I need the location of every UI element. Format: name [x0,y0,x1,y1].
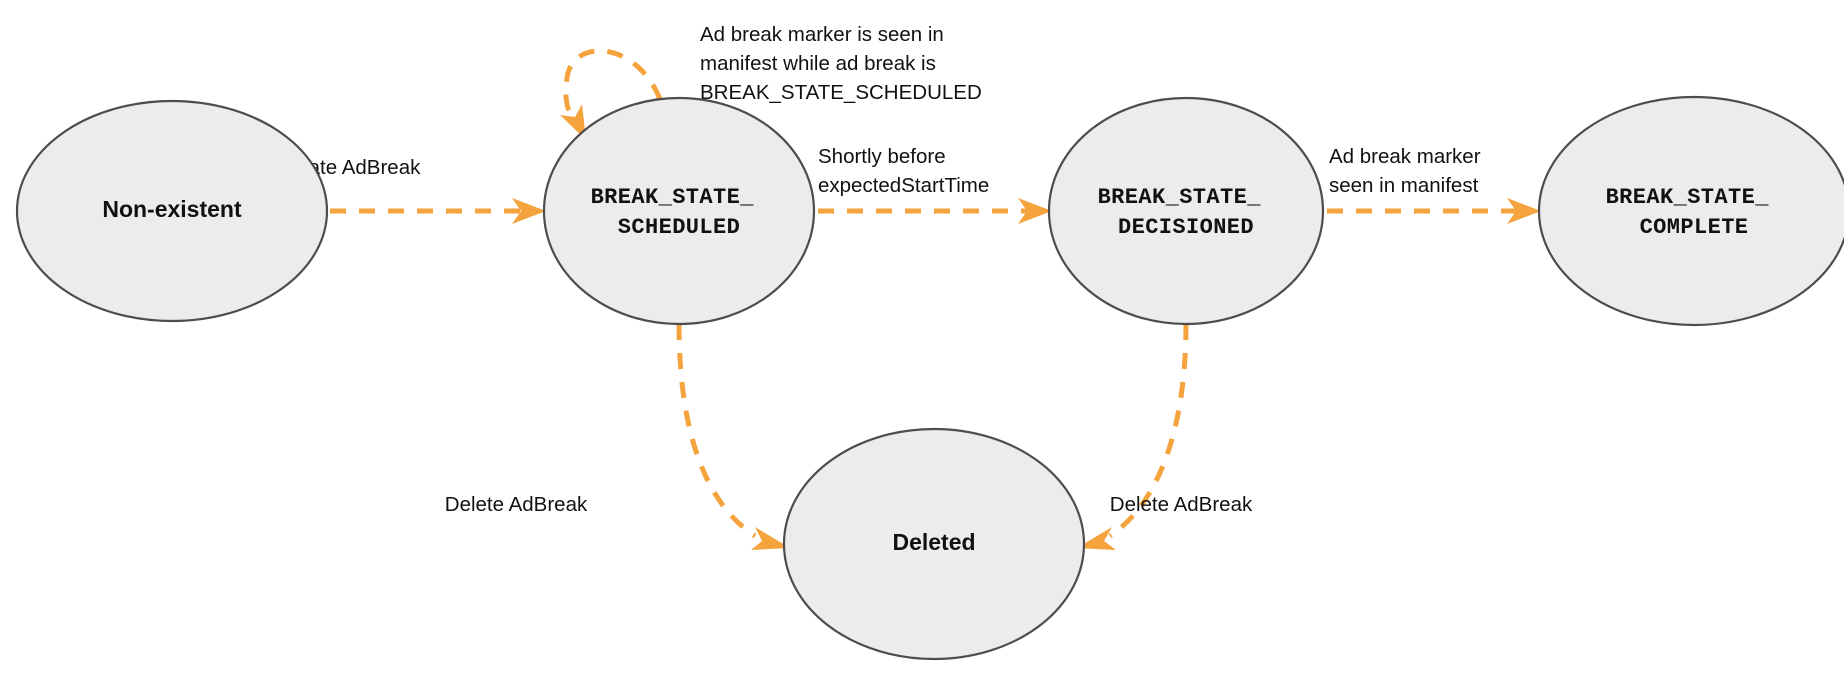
edge-create-adbreak-arrowhead [512,198,546,224]
node-non-existent-shape [15,99,329,323]
node-label-line: Deleted [892,529,975,555]
edge-scheduled-self-loop-label: Ad break marker is seen in manifest whil… [700,23,982,104]
shortly-before-label-line-1: Shortly before [818,145,946,168]
node-break-state-decisioned-label: BREAK_STATE_ DECISIONED [1098,185,1275,240]
edge-delete-decisioned-path [1108,323,1189,539]
node-break-state-decisioned-shape [1047,96,1325,326]
node-break-state-complete[interactable]: BREAK_STATE_ COMPLETE [1537,95,1844,327]
delete-decisioned-label-part-code: AdBreak [1174,493,1253,516]
node-break-state-complete-shape [1537,95,1844,327]
edge-shortly-before-arrowhead [1018,198,1052,224]
edge-shortly-before-expected-start-time[interactable]: Shortly before expectedStartTime [818,145,1052,224]
node-label-line-2: COMPLETE [1640,215,1749,240]
node-label-line-2: DECISIONED [1118,215,1254,240]
edge-scheduled-self-loop-arrowhead [560,104,586,140]
node-break-state-scheduled-shape [542,96,816,326]
self-loop-label-line-1: Ad break marker is seen in [700,23,944,46]
node-label-line-1: BREAK_STATE_ [591,185,755,210]
edge-delete-decisioned-label: Delete AdBreak [1110,493,1253,516]
edge-marker-seen-label: Ad break marker seen in manifest [1329,145,1486,197]
marker-seen-label-line-2: seen in manifest [1329,174,1479,197]
delete-scheduled-label-part-code: AdBreak [509,493,588,516]
marker-seen-label-line-1: Ad break marker [1329,145,1481,168]
node-label-line-1: BREAK_STATE_ [1606,185,1770,210]
node-label-line: Non-existent [102,196,242,222]
self-loop-label-line-2: manifest while ad break is [700,52,936,75]
node-break-state-complete-label: BREAK_STATE_ COMPLETE [1606,185,1783,240]
node-break-state-scheduled[interactable]: BREAK_STATE_ SCHEDULED [542,96,816,326]
node-deleted-label: Deleted [892,529,975,555]
edge-scheduled-self-loop[interactable]: Ad break marker is seen in manifest whil… [560,23,982,140]
node-deleted[interactable]: Deleted [782,427,1086,661]
self-loop-label-line-3: BREAK_STATE_SCHEDULED [700,81,982,104]
edge-delete-adbreak-from-scheduled[interactable]: Delete AdBreak [445,323,790,550]
node-non-existent[interactable]: Non-existent [15,99,329,323]
delete-decisioned-label-part-text: Delete [1110,493,1174,516]
shortly-before-label-line-2: expectedStartTime [818,174,989,197]
edge-delete-scheduled-arrowhead [751,527,790,550]
edge-scheduled-self-loop-path [563,48,663,130]
node-break-state-scheduled-label: BREAK_STATE_ SCHEDULED [591,185,768,240]
node-label-line-1: BREAK_STATE_ [1098,185,1262,210]
edge-delete-decisioned-arrowhead [1077,527,1116,550]
node-break-state-decisioned[interactable]: BREAK_STATE_ DECISIONED [1047,96,1325,326]
edge-shortly-before-label: Shortly before expectedStartTime [818,145,989,197]
edge-delete-scheduled-path [676,323,757,539]
node-non-existent-label: Non-existent [102,196,242,222]
node-label-line-2: SCHEDULED [618,215,740,240]
edge-delete-adbreak-from-decisioned[interactable]: Delete AdBreak [1077,323,1253,550]
edge-ad-break-marker-seen-in-manifest[interactable]: Ad break marker seen in manifest [1327,145,1541,224]
edge-label-part-code: AdBreak [342,156,421,179]
delete-scheduled-label-part-text: Delete [445,493,509,516]
edge-marker-seen-arrowhead [1507,198,1541,224]
node-deleted-shape [782,427,1086,661]
edge-delete-scheduled-label: Delete AdBreak [445,493,588,516]
